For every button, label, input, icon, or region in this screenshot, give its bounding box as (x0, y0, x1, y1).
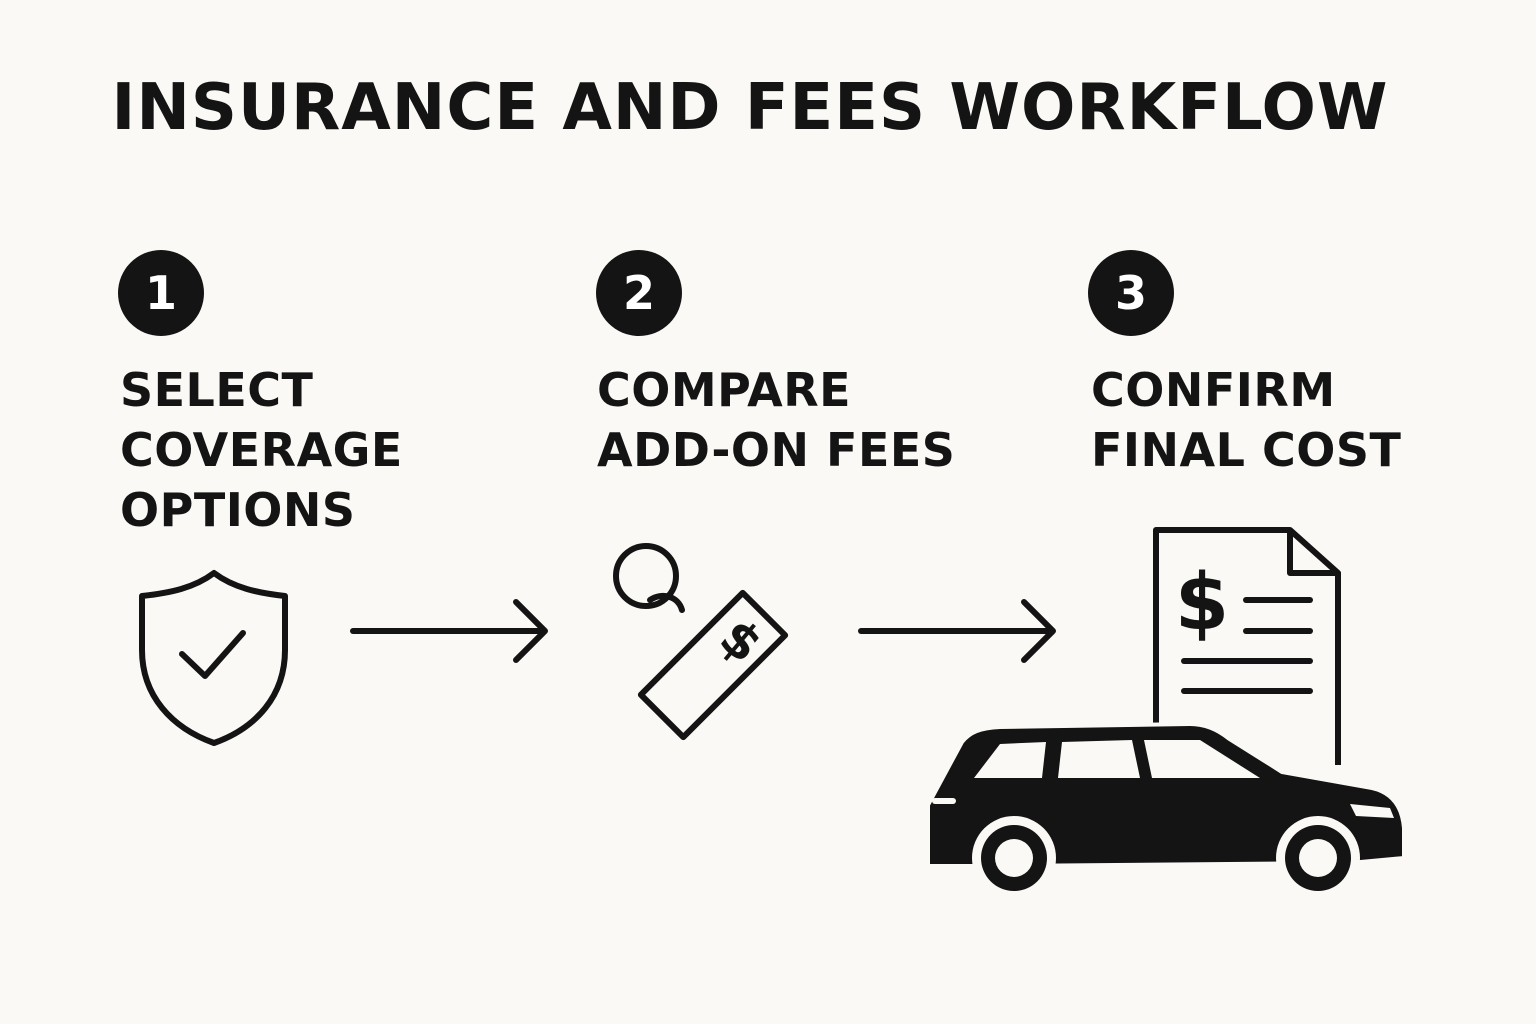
step-3-label-line-1: CONFIRM (1091, 363, 1336, 417)
price-tag-icon: $ (613, 543, 789, 741)
step-1-label-line-3: OPTIONS (120, 483, 356, 537)
step-3-label: CONFIRM FINAL COST (1091, 360, 1401, 480)
invoice-document-icon: $ (1153, 527, 1341, 765)
step-1-label-line-1: SELECT (120, 363, 314, 417)
car-icon (926, 722, 1406, 900)
diagram-title: INSURANCE AND FEES WORKFLOW (111, 71, 1389, 145)
dollar-sign-icon: $ (1175, 558, 1229, 648)
step-2-label-line-1: COMPARE (597, 363, 852, 417)
shield-check-icon (139, 570, 288, 746)
step-1-number-badge: 1 (118, 250, 204, 336)
step-2-number-badge: 2 (596, 250, 682, 336)
arrow-right-icon-2 (858, 599, 1056, 663)
step-3-number-badge: 3 (1088, 250, 1174, 336)
step-2-label-line-2: ADD-ON FEES (597, 423, 956, 477)
step-2-label: COMPARE ADD-ON FEES (597, 360, 955, 480)
step-1-label-line-2: COVERAGE (120, 423, 403, 477)
arrow-right-icon (350, 599, 548, 663)
step-3-label-line-2: FINAL COST (1091, 423, 1402, 477)
step-1-label: SELECT COVERAGE OPTIONS (120, 360, 403, 540)
